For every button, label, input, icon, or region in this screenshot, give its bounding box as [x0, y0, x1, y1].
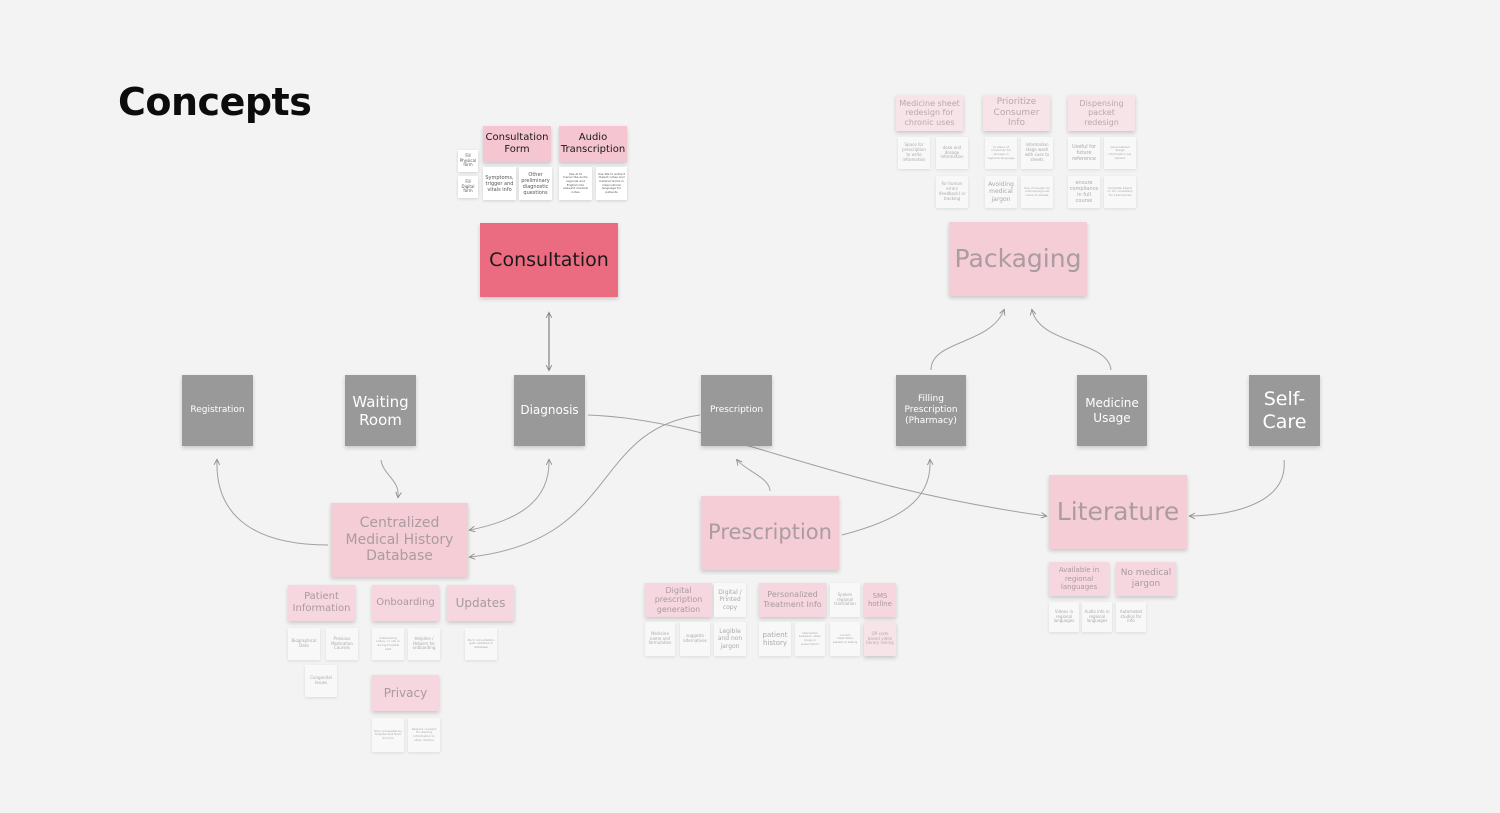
db-helper-note: Helpline / Helpers for onboarding [408, 628, 440, 660]
dispensing-packet-note: Dispensing packet redesign [1068, 95, 1135, 131]
lit-videos-note: Videos in regional languages [1049, 602, 1079, 632]
db-privacy-consent-note: Require consent for sharing information … [408, 718, 440, 752]
registration-node: Registration [182, 375, 253, 446]
privacy-note: Privacy [372, 675, 439, 711]
connector-diagnosis-literature [587, 414, 1046, 516]
consultation-form-note: Consultation Form [483, 126, 551, 162]
connector-prescription-db [470, 414, 701, 557]
pk-ensure-compliance-note: ensure compliance in full course [1068, 176, 1100, 208]
db-previous-meds-note: Previous Medication Courses [326, 628, 358, 660]
connector-filling-packaging-1 [930, 310, 1004, 371]
db-privacy-only-note: Only accessible by hospital and their do… [372, 718, 404, 752]
prescription-gray-node: Prescription [701, 375, 772, 446]
diagnosis-node: Diagnosis [514, 375, 585, 446]
audio-transcription-note: Audio Transcription [559, 126, 627, 162]
sms-hotline-note: SMS hotline [864, 583, 896, 617]
pk-information-note: information stage wash with cues to shee… [1021, 137, 1053, 169]
digital-printed-note: Digital / Printed copy [714, 583, 746, 617]
connector-db-registration [217, 460, 329, 546]
pk-human-errors-note: for human errors (feedback) or tracking [936, 176, 968, 208]
db-onboarding-online-note: Onboarding online, or call or during hos… [372, 628, 404, 660]
connector-waiting-db [380, 459, 398, 497]
packaging-node: Packaging [949, 222, 1087, 296]
db-congenital-note: Congenital Issues [305, 665, 337, 697]
rx-qr-code-note: QR code based video library linking [864, 622, 896, 656]
digital-prescription-note: Digital prescription generation [645, 583, 712, 617]
connector-rxpink-filling [841, 460, 930, 536]
rx-medicine-name-note: Medicine name and formulation [645, 622, 675, 656]
updates-note: Updates [447, 585, 514, 621]
connector-db-diagnosis [470, 460, 549, 530]
db-biographical-note: Biographical Data [288, 628, 320, 660]
onboarding-note: Onboarding [372, 585, 439, 621]
rx-spoken-note: Spoken regional translation [830, 583, 860, 617]
lit-regional-note: Available in regional languages [1049, 562, 1109, 596]
prescription-pink-node: Prescription [701, 496, 839, 570]
patient-info-note: Patient Information [288, 585, 355, 621]
filling-prescription-node: Filling Prescription (Pharmacy) [896, 375, 966, 446]
pk-less-visual-note: Use of visuals for cultural/regional use… [1021, 176, 1053, 208]
waiting-room-node: Waiting Room [345, 375, 416, 446]
symptoms-note: Symptoms, trigger and vitals info [483, 167, 516, 200]
connector-selfcare-literature [1190, 459, 1285, 516]
connector-medicine-packaging-2 [1032, 310, 1112, 371]
centralized-db-node: Centralized Medical History Database [331, 503, 468, 577]
rx-current-meds-note: current medication patient is taking [830, 622, 860, 656]
pk-space-note: Space for prescription to write informat… [898, 137, 930, 169]
rx-legible-note: Legible and non jargon [714, 622, 746, 656]
page-title: Concepts [118, 80, 312, 124]
pk-regional-language-note: In place of consumer for storage in regi… [985, 137, 1017, 169]
prioritize-consumer-note: Prioritize Consumer Info [983, 95, 1050, 131]
pk-useful-reference-note: Useful for future reference [1068, 137, 1100, 169]
rx-patient-history-note: patient history [759, 622, 791, 656]
lit-audio-note: Audio info in regional languages [1082, 602, 1112, 632]
rx-suggests-note: suggests alternatives [680, 622, 710, 656]
lit-no-jargon-note: No medical jargon [1116, 562, 1176, 596]
fill-digital-note: Fill Digital form [458, 176, 478, 198]
medicine-usage-node: Medicine Usage [1077, 375, 1147, 446]
connector-rxpink-rxgray [737, 460, 771, 492]
pk-personalised-note: personalized design information per pati… [1104, 137, 1136, 169]
self-care-node: Self-Care [1249, 375, 1320, 446]
personalized-treatment-note: Personalized Treatment Info [759, 583, 826, 617]
audio-note-2: Use NIL to extract dialect notes and med… [596, 167, 627, 200]
pk-avoid-jargon-note: Avoiding medical jargon [985, 176, 1017, 208]
audio-note-1: Use AI to transcribe audio regional and … [559, 167, 592, 200]
pk-dose-note: dose and dosage information [936, 137, 968, 169]
consultation-node: Consultation [480, 223, 618, 297]
other-diagnostic-note: Other preliminary diagnostic questions [519, 167, 552, 200]
medicine-sheet-note: Medicine sheet redesign for chronic uses [896, 95, 963, 131]
fill-physical-note: Fill Physical form [458, 150, 478, 172]
lit-automated-note: Automated studios for info [1116, 602, 1146, 632]
db-updates-note: Each consultation gets updated in databa… [465, 628, 497, 660]
literature-node: Literature [1049, 475, 1187, 549]
pk-template-note: template based on for consistent for pha… [1104, 176, 1136, 208]
rx-interaction-note: Interaction between other drugs in presc… [795, 622, 825, 656]
